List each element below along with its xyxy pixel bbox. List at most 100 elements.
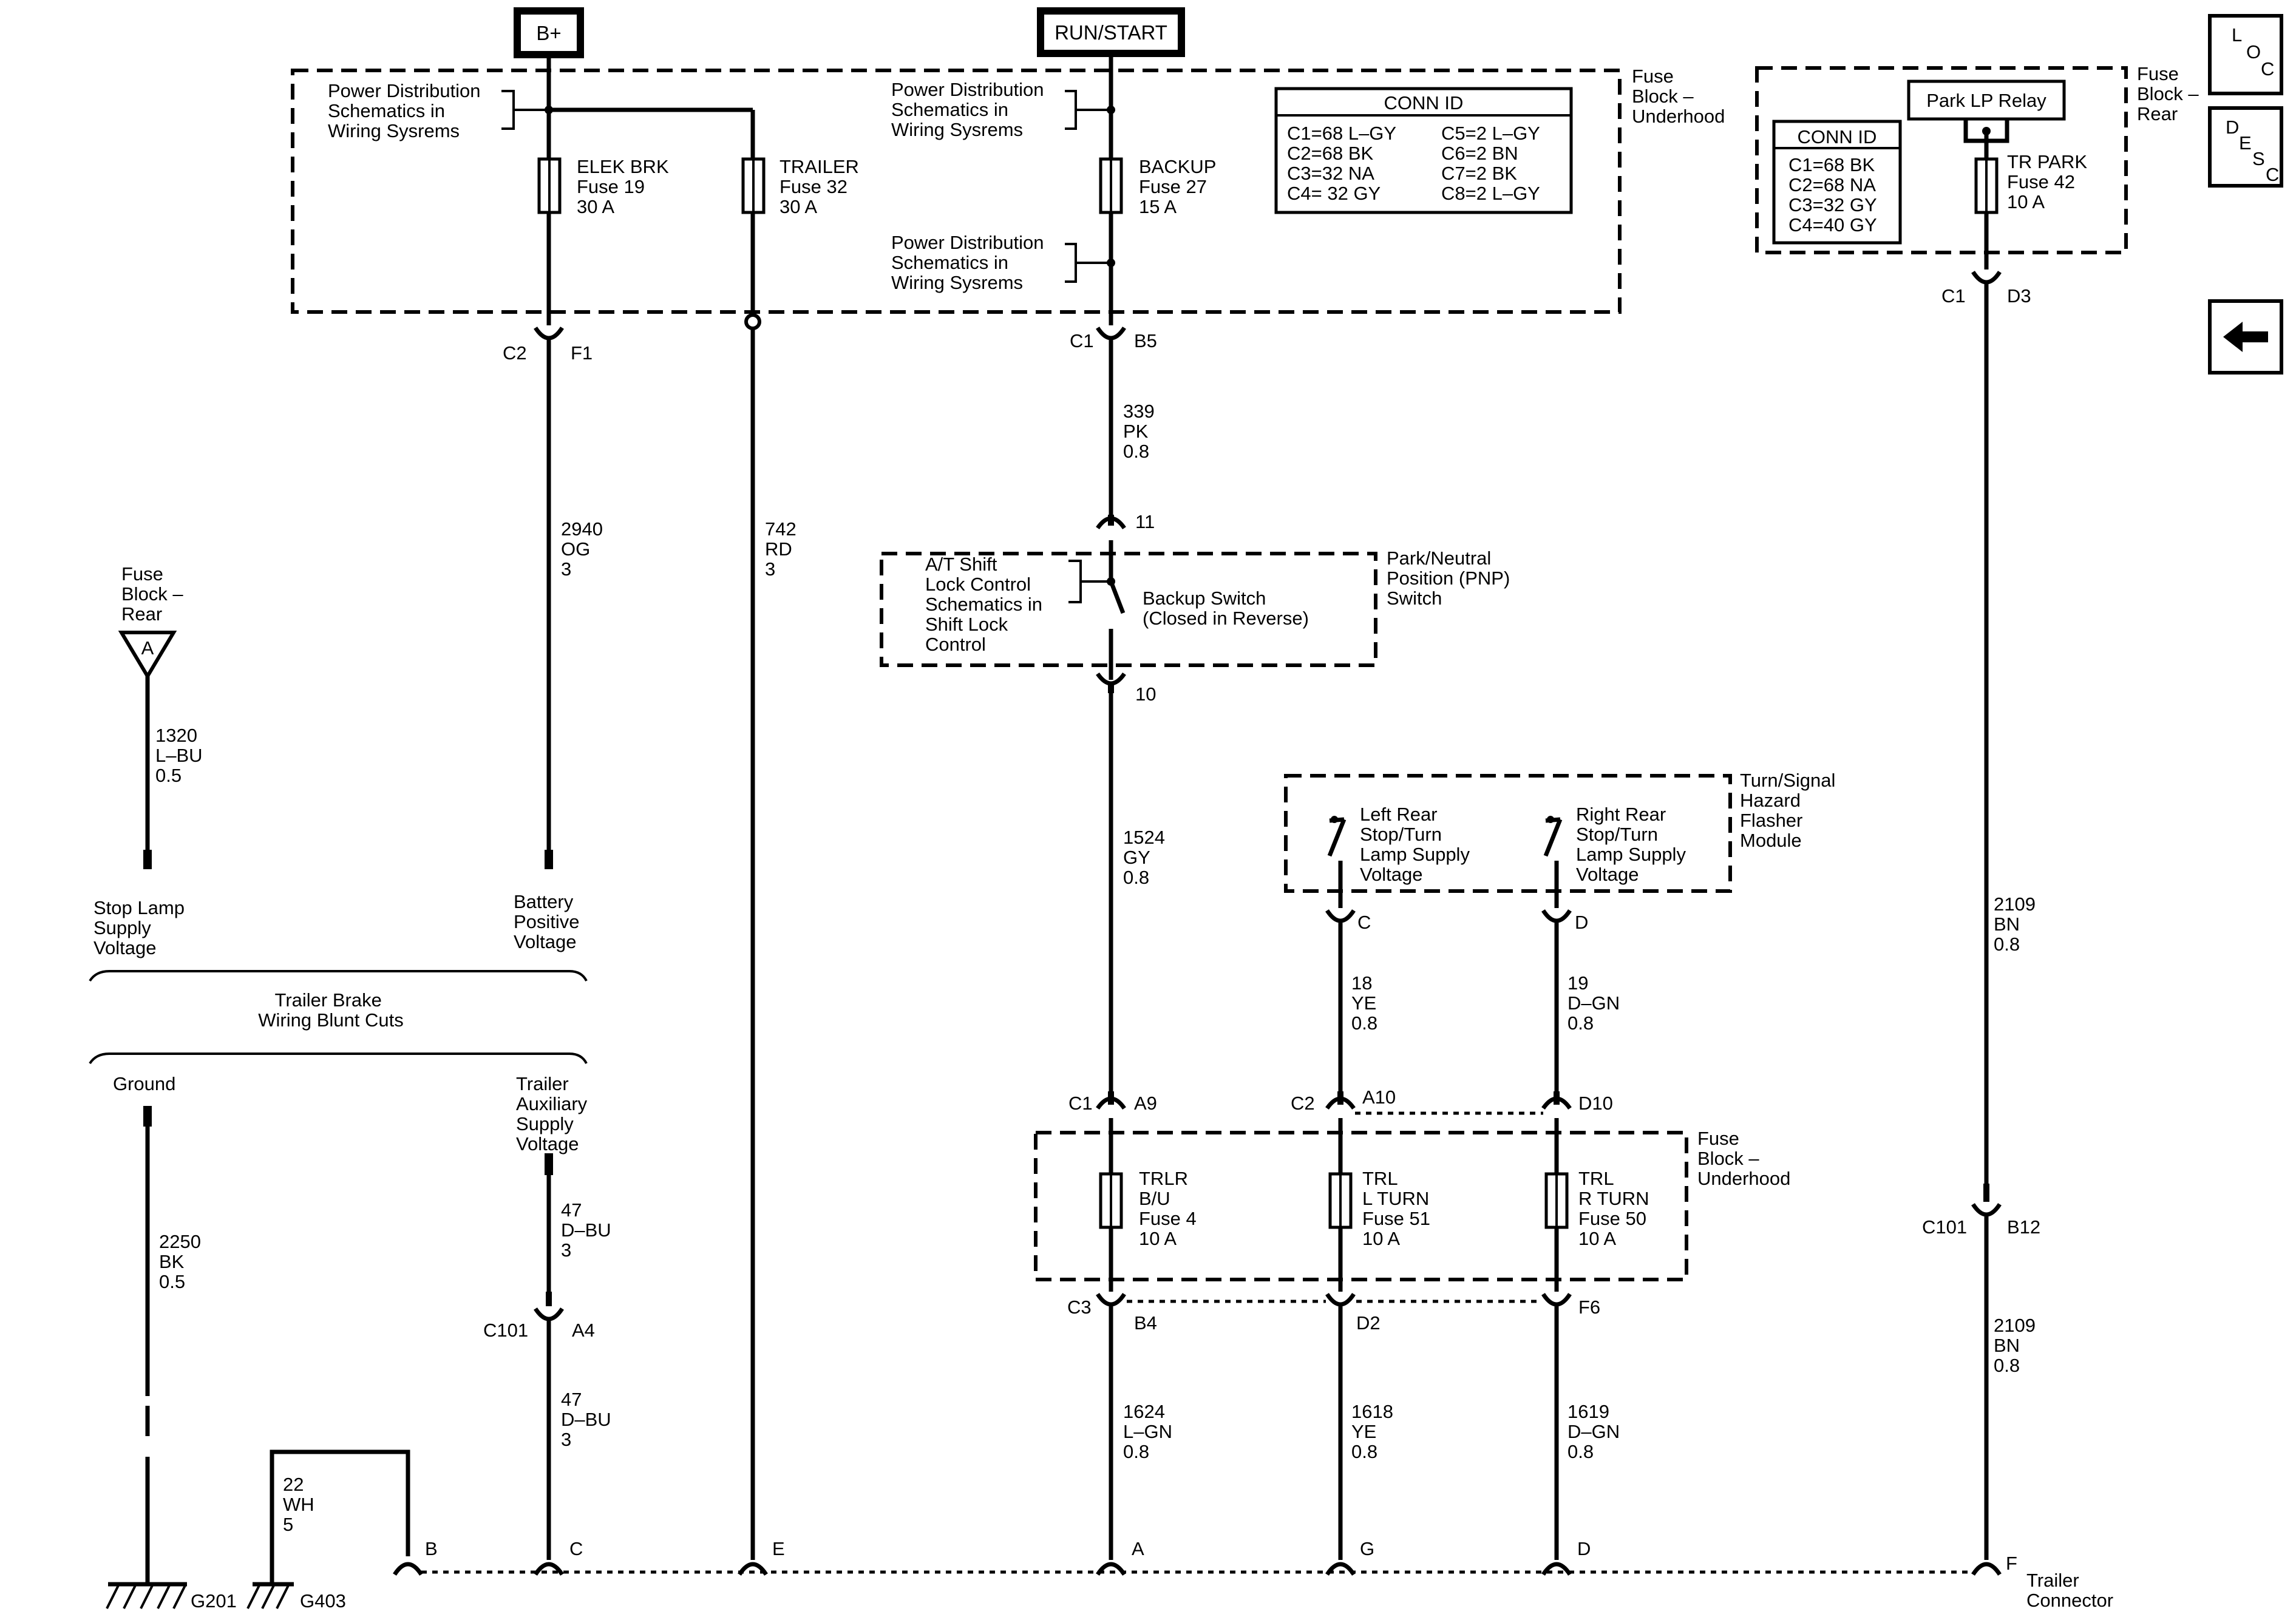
svg-text:Right Rear Stop/Turn: Right Rear Stop/Turn Lamp Supply Voltage — [1576, 804, 1691, 885]
svg-text:F: F — [2006, 1553, 2017, 1574]
svg-text:742 RD 3: 742 RD 3 — [765, 518, 801, 580]
svg-text:1320 L–BU 0.5: 1320 L–BU 0.5 — [155, 725, 208, 786]
svg-text:19 D–GN 0.8: 19 D–GN 0.8 — [1567, 972, 1625, 1034]
circuit-742: 742 RD 3 — [744, 313, 801, 1560]
circuit-2250: 2250 BK 0.5 G201 — [106, 1106, 237, 1612]
svg-text:D3: D3 — [2007, 285, 2031, 307]
svg-text:A/T Shift Lock Control: A/T Shift Lock Control Schematics in Shi… — [925, 554, 1048, 655]
conn-id-table-underhood: CONN ID C1=68 L–GY C2=68 BK C3=32 NA C4=… — [1274, 87, 1573, 214]
battery-positive-voltage-label: Battery Positive Voltage — [514, 891, 585, 952]
fuse-block-underhood-bottom: Fuse Block – Underhood TRLR B/U Fuse 4 1… — [1034, 1118, 1790, 1292]
svg-text:C1: C1 — [1070, 330, 1094, 351]
ignition-power-source: RUN/START — [1037, 7, 1185, 70]
svg-text:Turn/Signal Hazard: Turn/Signal Hazard Flasher Module — [1740, 770, 1841, 851]
fuse-backup: BACKUP Fuse 27 15 A — [1139, 156, 1221, 217]
ground-g201-icon — [106, 1582, 187, 1609]
svg-text:F6: F6 — [1578, 1297, 1600, 1318]
svg-text:E: E — [772, 1538, 785, 1559]
svg-text:D: D — [1577, 1538, 1591, 1559]
svg-text:C1: C1 — [1941, 285, 1966, 307]
circuit-47: 47 D–BU 3 C101 A4 47 D–BU 3 — [483, 1153, 616, 1560]
trailer-auxiliary-supply-voltage-label: Trailer Auxiliary Supply Voltage — [516, 1073, 593, 1154]
svg-text:B+: B+ — [536, 22, 561, 44]
svg-text:S: S — [2252, 148, 2265, 169]
loc-button[interactable]: L O C — [2208, 14, 2283, 95]
right-rear-turn-switch — [1543, 816, 1563, 908]
pnp-switch: Park/Neutral Position (PNP) Switch A/T S… — [880, 540, 1515, 680]
left-rear-turn-switch — [1327, 816, 1347, 908]
svg-text:D: D — [2226, 117, 2239, 138]
ground-label: Ground — [113, 1073, 175, 1094]
svg-text:18 YE 0.8: 18 YE 0.8 — [1351, 972, 1382, 1034]
svg-text:C2: C2 — [503, 342, 527, 364]
svg-text:RUN/START: RUN/START — [1055, 21, 1167, 44]
back-button[interactable] — [2208, 299, 2283, 375]
svg-text:Left Rear Stop/Turn: Left Rear Stop/Turn Lamp Supply Voltage — [1360, 804, 1475, 885]
svg-text:A: A — [141, 637, 154, 659]
svg-text:G201: G201 — [191, 1590, 237, 1612]
circuit-2109: C1 D3 2109 BN 0.8 C101 B12 2109 BN 0.8 — [1922, 253, 2041, 1560]
svg-text:339 PK 0.8: 339 PK 0.8 — [1123, 401, 1160, 462]
circuit-backup: C1 B5 339 PK 0.8 11 Park/Neutral Positio… — [880, 312, 1515, 1114]
svg-text:B12: B12 — [2007, 1216, 2040, 1238]
svg-text:C3: C3 — [1067, 1297, 1092, 1318]
connector-c3-row: C3 B4 D2 F6 — [1067, 1293, 1600, 1334]
circuit-1619: 1619 D–GN 0.8 — [1554, 1304, 1620, 1560]
svg-text:Fuse Block – Rear: Fuse Block – Rear — [121, 563, 188, 625]
power-distribution-reference: Power Distribution Schematics in Wiring … — [891, 79, 1049, 140]
svg-text:2109 BN 0.8: 2109 BN 0.8 — [1994, 1315, 2041, 1376]
svg-text:Trailer Brake Wiring Blu: Trailer Brake Wiring Blunt Cuts — [258, 989, 403, 1031]
svg-text:O: O — [2246, 41, 2261, 63]
svg-text:A9: A9 — [1134, 1093, 1157, 1114]
fuse-trl-l-turn: TRL L TURN Fuse 51 10 A — [1362, 1168, 1436, 1249]
svg-text:2109 BN 0.8: 2109 BN 0.8 — [1994, 893, 2041, 955]
svg-text:C101: C101 — [483, 1320, 528, 1341]
desc-button[interactable]: D E S C — [2208, 106, 2283, 188]
svg-text:C1: C1 — [1068, 1093, 1093, 1114]
fuse-block-underhood-top: Fuse Block – Underhood Power Distributio… — [291, 66, 1725, 317]
arrow-left-icon — [2223, 322, 2268, 352]
svg-text:47 D–BU 3: 47 D–BU 3 — [561, 1389, 616, 1450]
svg-text:A: A — [1132, 1538, 1144, 1559]
svg-text:1524 GY 0.8: 1524 GY 0.8 — [1123, 827, 1170, 888]
circuit-19: D 19 D–GN 0.8 D10 — [1541, 909, 1625, 1114]
circuit-2940: C2 F1 2940 OG 3 Battery Positive Voltage — [503, 312, 608, 952]
svg-text:Fuse Block – Under: Fuse Block – Underhood — [1697, 1128, 1790, 1189]
svg-text:Park/Neutral Position: Park/Neutral Position (PNP) Switch — [1387, 547, 1515, 609]
svg-text:D2: D2 — [1356, 1312, 1381, 1334]
trailer-connector: B C E A G D F Trailer Connector — [393, 1538, 2113, 1611]
svg-text:L: L — [2232, 24, 2242, 46]
circuit-1624: 1624 L–GN 0.8 — [1109, 1304, 1178, 1560]
fuse-block-rear-title: Fuse Block – Rear — [2137, 63, 2204, 124]
svg-text:C101: C101 — [1922, 1216, 1967, 1238]
svg-text:B: B — [425, 1538, 438, 1559]
svg-text:22 WH 5: 22 WH 5 — [283, 1474, 319, 1535]
fuse-trlr-bu: TRLR B/U Fuse 4 10 A — [1139, 1168, 1201, 1249]
svg-text:B5: B5 — [1134, 330, 1157, 351]
svg-text:11: 11 — [1135, 511, 1155, 532]
fuse-tr-park: TR PARK Fuse 42 10 A — [2007, 151, 2093, 212]
svg-text:CONN ID: CONN ID — [1384, 92, 1464, 114]
svg-text:C: C — [2266, 164, 2279, 185]
svg-text:Backup Switch (Closed: Backup Switch (Closed in Reverse) — [1143, 588, 1309, 629]
svg-text:Trailer Connector: Trailer Connector — [2026, 1570, 2113, 1611]
fuse-block-rear-reference: Fuse Block – Rear A 1320 L–BU 0.5 Stop L… — [93, 563, 208, 958]
conn-id-table-rear: CONN ID C1=68 BK C2=68 NA C3=32 GY C4=40… — [1772, 120, 1902, 245]
svg-text:G403: G403 — [300, 1590, 346, 1612]
svg-text:1624 L–GN 0.8: 1624 L–GN 0.8 — [1123, 1401, 1178, 1462]
svg-text:A4: A4 — [572, 1320, 595, 1341]
svg-text:B4: B4 — [1134, 1312, 1157, 1334]
svg-text:47 D–BU 3: 47 D–BU 3 — [561, 1199, 616, 1261]
svg-text:D: D — [1575, 912, 1588, 933]
trailer-brake-blunt-cuts: Trailer Brake Wiring Blunt Cuts Ground T… — [89, 970, 593, 1154]
svg-text:2940 OG 3: 2940 OG 3 — [561, 518, 608, 580]
fuse-block-underhood-title: Fuse Block – Underhood — [1632, 66, 1725, 127]
power-distribution-reference: Power Distribution Schematics in Wiring … — [891, 232, 1049, 293]
svg-text:C1=68 BK C2=68 NA: C1=68 BK C2=68 NA C3=32 GY C4=40 GY — [1788, 154, 1882, 236]
fuse-elek-brk: ELEK BRK Fuse 19 30 A — [577, 156, 674, 217]
turn-signal-hazard-flasher-module: Turn/Signal Hazard Flasher Module Left R… — [1284, 770, 1841, 908]
battery-power-source: B+ — [514, 7, 584, 70]
fuse-block-rear: Fuse Block – Rear Park LP Relay CONN ID … — [1755, 63, 2204, 254]
svg-text:2250 BK 0.5: 2250 BK 0.5 — [159, 1231, 206, 1292]
